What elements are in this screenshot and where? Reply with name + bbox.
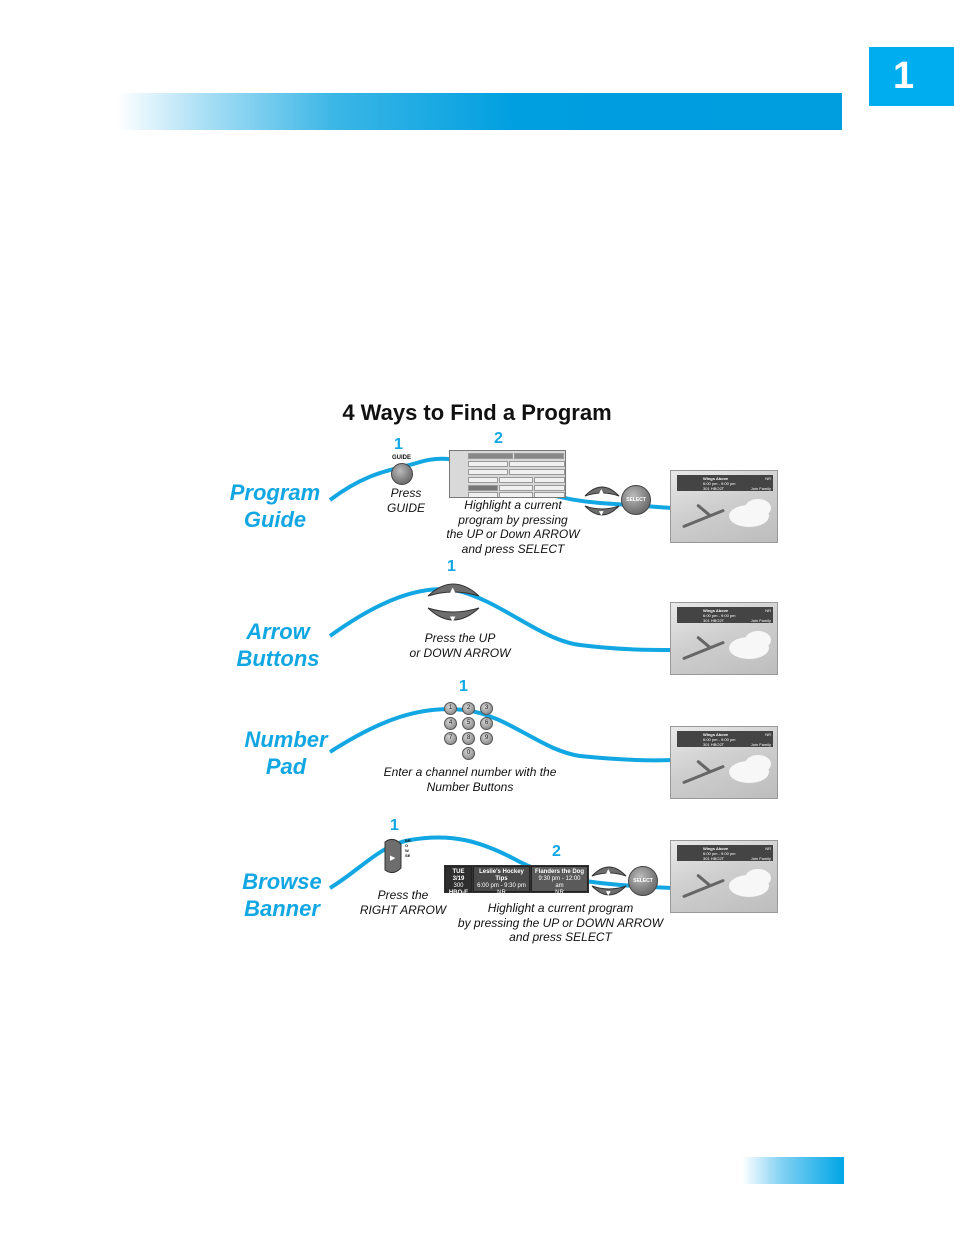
chapter-tab: 1 [869, 47, 954, 106]
tv-screen: Wings Above NR 6:00 pm - 9:00 pm 301 HBO… [670, 470, 778, 543]
caption-highlight-banner: Highlight a current program by pressing … [457, 901, 664, 944]
guide-button[interactable] [391, 463, 413, 485]
page-title: 4 Ways to Find a Program [342, 400, 612, 425]
right-arrow-button[interactable]: ▶ [382, 836, 404, 876]
svg-text:▲: ▲ [599, 488, 604, 495]
label-line: Pad [265, 754, 307, 779]
up-down-arrow-buttons[interactable]: ▲ ▼ [426, 576, 481, 626]
banner-channel-cell: TUE 3/19 300 HBO-E [445, 866, 472, 896]
step-number: 1 [447, 558, 456, 575]
label-line: Number [244, 727, 328, 752]
up-down-arrow-buttons[interactable]: ▲ ▼ [589, 860, 629, 902]
tv-banner: Wings Above NR 6:00 pm - 9:00 pm 301 HBO… [677, 475, 773, 491]
label-line: Banner [244, 896, 320, 921]
number-key[interactable]: 1 [444, 702, 457, 715]
label-line: Arrow [246, 619, 310, 644]
svg-text:▼: ▼ [599, 510, 604, 517]
svg-text:▲: ▲ [606, 868, 611, 875]
browse-banner-thumbnail: TUE 3/19 300 HBO-E Leslie's Hockey Tips … [444, 865, 589, 896]
tv-banner: Wings Above NR 6:00 pm - 9:00 pm 301 HBO… [677, 845, 773, 861]
tv-banner: Wings Above NR 6:00 pm - 9:00 pm 301 HBO… [677, 731, 773, 747]
tv-screen: Wings Above NR 6:00 pm - 9:00 pm 301 HBO… [670, 602, 778, 675]
number-key[interactable]: 9 [480, 732, 493, 745]
svg-text:▶: ▶ [390, 854, 396, 862]
label-line: Browse [242, 869, 322, 894]
tv-screen: Wings Above NR 6:00 pm - 9:00 pm 301 HBO… [670, 726, 778, 799]
tv-banner: Wings Above NR 6:00 pm - 9:00 pm 301 HBO… [677, 607, 773, 623]
number-key[interactable]: 2 [462, 702, 475, 715]
banner-program-cell: Leslie's Hockey Tips 6:00 pm - 9:30 pm N… [473, 866, 530, 896]
select-button[interactable]: SELECT [628, 866, 658, 896]
tv-screen: Wings Above NR 6:00 pm - 9:00 pm 301 HBO… [670, 840, 778, 913]
browse-button-label: BROWSE [405, 838, 411, 858]
number-key[interactable]: 3 [480, 702, 493, 715]
caption-press-right-arrow: Press the RIGHT ARROW [359, 888, 447, 917]
caption-enter-channel: Enter a channel number with the Number B… [383, 765, 557, 794]
number-key[interactable]: 0 [462, 747, 475, 760]
label-line: Program [229, 480, 321, 505]
label-line: Guide [243, 507, 307, 532]
number-key[interactable]: 6 [480, 717, 493, 730]
step-number: 2 [552, 843, 561, 860]
svg-text:▲: ▲ [450, 586, 456, 594]
method-arrow-buttons-label: Arrow Buttons [208, 618, 348, 672]
up-down-arrow-buttons[interactable]: ▲ ▼ [582, 480, 622, 522]
svg-text:▼: ▼ [606, 890, 611, 897]
caption-press-up-down: Press the UP or DOWN ARROW [409, 631, 511, 660]
method-program-guide-label: Program Guide [205, 479, 345, 533]
header-bar [117, 93, 842, 130]
number-key[interactable]: 5 [462, 717, 475, 730]
curve-browse-banner [328, 835, 673, 890]
caption-highlight-program: Highlight a current program by pressing … [446, 498, 580, 556]
guide-button-label: GUIDE [392, 455, 412, 461]
method-browse-banner-label: Browse Banner [212, 868, 352, 922]
label-line: Buttons [236, 646, 320, 671]
program-guide-thumbnail [449, 450, 566, 498]
step-number: 1 [459, 678, 468, 695]
curve-number-pad [328, 707, 673, 763]
banner-program-cell: Flanders the Dog 9:30 pm - 12:00 am NR [531, 866, 588, 896]
curve-arrow-buttons [328, 587, 673, 652]
number-key[interactable]: 8 [462, 732, 475, 745]
step-number: 2 [494, 430, 503, 447]
svg-text:▼: ▼ [450, 615, 456, 623]
caption-press-guide: Press GUIDE [386, 486, 425, 515]
step-number: 1 [390, 817, 399, 834]
number-key[interactable]: 7 [444, 732, 457, 745]
method-number-pad-label: Number Pad [216, 726, 356, 780]
footer-bar [742, 1157, 844, 1184]
number-key[interactable]: 4 [444, 717, 457, 730]
select-button[interactable]: SELECT [621, 485, 651, 515]
step-number: 1 [394, 436, 403, 453]
